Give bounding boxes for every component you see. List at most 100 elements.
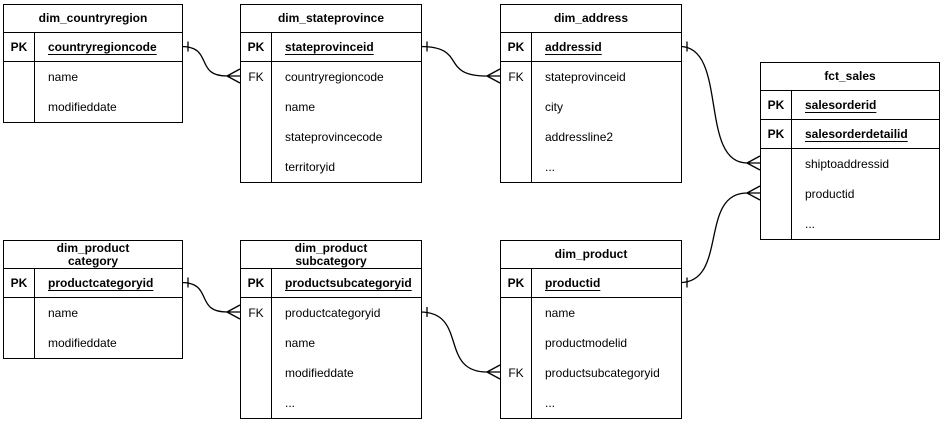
field-name: city — [545, 100, 563, 114]
field-name: name — [48, 306, 79, 320]
key-tag — [241, 92, 272, 122]
field-name: productsubcategoryid — [285, 276, 412, 290]
field-name: ... — [285, 396, 296, 410]
field-row-more[interactable]: ... — [241, 388, 421, 418]
field-name: name — [545, 306, 576, 320]
field-row-stateprovincecode[interactable]: stateprovincecode — [241, 122, 421, 152]
field-name: countryregioncode — [48, 40, 157, 54]
key-tag: FK — [501, 358, 532, 388]
field-name: addressline2 — [545, 130, 614, 144]
relationship-curve — [679, 45, 748, 164]
key-tag — [241, 122, 272, 152]
field-name: productcategoryid — [48, 276, 154, 290]
field-name: ... — [545, 160, 556, 174]
crow-foot-icon — [746, 185, 761, 201]
crow-foot-icon — [226, 304, 241, 320]
field-row-productmodelid[interactable]: productmodelid — [501, 328, 681, 358]
entity-title-fct_sales: fct_sales — [761, 63, 939, 91]
field-name: productsubcategoryid — [545, 366, 660, 380]
key-tag — [4, 328, 35, 358]
key-tag — [241, 152, 272, 182]
field-name: modifieddate — [285, 366, 354, 380]
field-row-countryregioncode[interactable]: FK countryregioncode — [241, 62, 421, 92]
field-name: addressid — [545, 40, 602, 54]
field-row-productsubcategoryid[interactable]: FK productsubcategoryid — [501, 358, 681, 388]
field-row-modifieddate[interactable]: modifieddate — [4, 92, 182, 122]
key-tag — [501, 328, 532, 358]
field-row-city[interactable]: city — [501, 92, 681, 122]
field-row-name[interactable]: name — [241, 328, 421, 358]
relationship-dim_address-to-fct_sales[interactable] — [679, 41, 761, 171]
entity-title-dim_productsubcategory: dim_product subcategory — [241, 241, 421, 269]
key-tag: PK — [241, 33, 272, 61]
key-tag — [501, 92, 532, 122]
field-name: territoryid — [285, 160, 336, 174]
field-name: salesorderid — [805, 98, 877, 112]
field-row-modifieddate[interactable]: modifieddate — [241, 358, 421, 388]
relationship-dim_product-to-fct_sales[interactable] — [679, 185, 761, 288]
crow-foot-icon — [486, 364, 501, 380]
field-name: ... — [545, 396, 556, 410]
key-tag: PK — [4, 269, 35, 297]
field-row-addressid[interactable]: PK addressid — [501, 33, 681, 62]
key-tag — [501, 298, 532, 328]
key-tag: PK — [501, 33, 532, 61]
field-name: salesorderdetailid — [805, 127, 908, 141]
key-tag — [241, 328, 272, 358]
key-tag — [4, 62, 35, 92]
relationship-dim_productcategory-to-dim_productsubcategory[interactable] — [180, 277, 241, 320]
field-name: name — [285, 336, 316, 350]
field-row-productcategoryid[interactable]: PK productcategoryid — [4, 269, 182, 298]
key-tag: PK — [501, 269, 532, 297]
field-name: productmodelid — [545, 336, 628, 350]
field-row-name[interactable]: name — [241, 92, 421, 122]
key-tag: FK — [241, 62, 272, 92]
field-row-modifieddate[interactable]: modifieddate — [4, 328, 182, 358]
key-tag — [501, 122, 532, 152]
field-row-name[interactable]: name — [4, 62, 182, 92]
field-row-name[interactable]: name — [4, 298, 182, 328]
field-name: name — [48, 70, 79, 84]
relationship-dim_productsubcategory-to-dim_product[interactable] — [419, 307, 501, 380]
field-name: shiptoaddressid — [805, 157, 890, 171]
field-row-more[interactable]: ... — [501, 152, 681, 182]
field-name: countryregioncode — [285, 70, 384, 84]
crow-foot-icon — [486, 68, 501, 84]
key-tag — [4, 298, 35, 328]
entity-title-dim_countryregion: dim_countryregion — [4, 5, 182, 33]
key-tag — [501, 388, 532, 418]
field-row-name[interactable]: name — [501, 298, 681, 328]
field-row-more[interactable]: ... — [501, 388, 681, 418]
crow-foot-icon — [226, 68, 241, 84]
field-row-territoryid[interactable]: territoryid — [241, 152, 421, 182]
relationship-dim_countryregion-to-dim_stateprovince[interactable] — [180, 41, 241, 84]
field-row-productid[interactable]: productid — [761, 179, 939, 209]
field-name: stateprovincecode — [285, 130, 383, 144]
entity-title-dim_productcategory: dim_product category — [4, 241, 182, 269]
relationship-dim_stateprovince-to-dim_address[interactable] — [419, 41, 501, 84]
field-row-shiptoaddressid[interactable]: shiptoaddressid — [761, 149, 939, 179]
field-name: productid — [805, 187, 855, 201]
field-name: stateprovinceid — [545, 70, 626, 84]
key-tag — [761, 179, 792, 209]
key-tag — [241, 388, 272, 418]
entity-title-dim_product: dim_product — [501, 241, 681, 269]
field-row-addressline2[interactable]: addressline2 — [501, 122, 681, 152]
field-row-more[interactable]: ... — [761, 209, 939, 239]
key-tag — [241, 358, 272, 388]
